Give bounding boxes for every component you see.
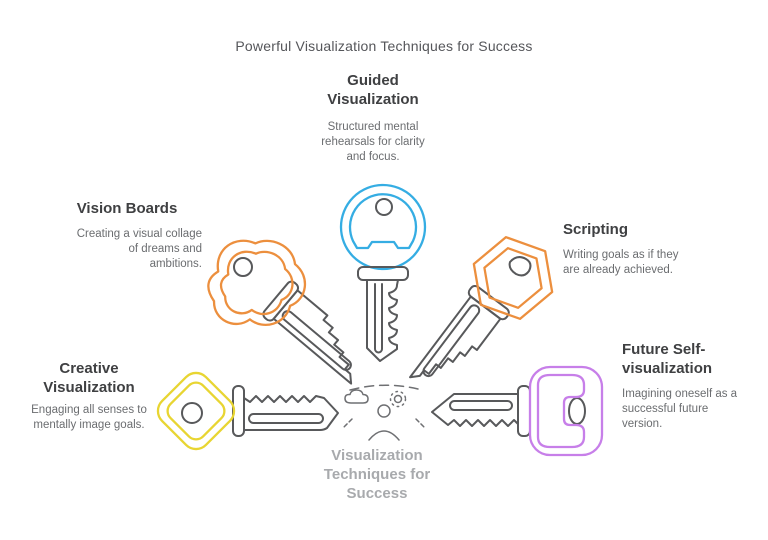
technique-description: Creating a visual collage of dreams and … xyxy=(76,228,202,270)
key-hole xyxy=(568,397,586,425)
technique-scripting: Scripting Writing goals as if they are a… xyxy=(563,220,735,278)
key-blade xyxy=(431,393,519,427)
technique-title: Future Self- visualization xyxy=(622,341,713,377)
vision-boards-key-icon xyxy=(207,239,353,385)
key-blade xyxy=(366,279,399,362)
future-self-key-icon xyxy=(431,365,604,457)
clover-head-inner xyxy=(216,245,298,322)
round-head xyxy=(339,183,427,271)
technique-description: Writing goals as if they are already ach… xyxy=(563,249,679,276)
square-head-inner xyxy=(536,373,586,449)
page-title: Powerful Visualization Techniques for Su… xyxy=(235,38,533,54)
key-hole xyxy=(181,402,203,424)
hexagon-head-inner xyxy=(477,243,549,313)
technique-description: Engaging all senses to mentally image go… xyxy=(31,404,147,431)
technique-title: Vision Boards xyxy=(76,200,178,217)
key-collar xyxy=(517,385,531,437)
key-blade xyxy=(243,395,339,431)
key-hole xyxy=(508,256,532,277)
key-blade xyxy=(272,289,353,385)
visualization-doodle xyxy=(342,384,426,441)
scripting-key-icon xyxy=(409,236,554,379)
key-ridge xyxy=(422,304,481,378)
person-shoulders xyxy=(368,430,400,441)
key-blade xyxy=(409,295,502,379)
key-ridge xyxy=(248,413,324,424)
key-ridge xyxy=(281,310,352,371)
key-ridge xyxy=(374,283,383,354)
guided-visualization-key-icon xyxy=(339,183,427,362)
sun-rays xyxy=(389,390,407,408)
thought-arc xyxy=(349,384,419,391)
clover-head xyxy=(207,239,306,326)
key-hole xyxy=(375,198,393,216)
dash-left xyxy=(342,418,353,429)
diamond-head xyxy=(156,371,236,451)
technique-description: Imagining oneself as a successful future… xyxy=(622,388,738,430)
round-head-inner xyxy=(348,193,418,250)
hexagon-head xyxy=(472,236,554,320)
square-head xyxy=(528,365,604,457)
key-hole xyxy=(233,257,253,277)
technique-title: Creative Visualization xyxy=(43,360,135,396)
technique-title: Guided Visualization xyxy=(327,72,419,108)
sun-icon xyxy=(393,394,403,404)
technique-vision-boards: Vision Boards Creating a visual collage … xyxy=(52,199,202,272)
cloud-icon xyxy=(344,389,369,404)
technique-creative-visualization: Creative Visualization Engaging all sens… xyxy=(10,359,168,433)
dash-right xyxy=(415,418,426,429)
key-ridge xyxy=(449,400,513,411)
creative-visualization-key-icon xyxy=(156,371,339,451)
person-icon xyxy=(377,404,391,418)
technique-guided-visualization: Guided Visualization Structured mental r… xyxy=(280,71,466,165)
technique-future-self-visualization: Future Self- visualization Imagining one… xyxy=(622,340,768,432)
center-label: Visualization Techniques for Success xyxy=(323,447,431,502)
technique-title: Scripting xyxy=(563,221,629,238)
diamond-head-inner xyxy=(166,381,226,441)
technique-description: Structured mental rehearsals for clarity… xyxy=(321,121,425,163)
